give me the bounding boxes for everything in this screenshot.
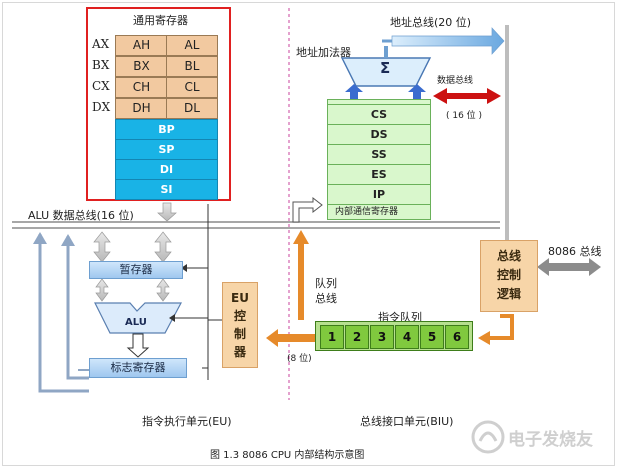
address-bus-arrow bbox=[391, 27, 505, 55]
bus-control-line-3: 逻辑 bbox=[496, 287, 521, 301]
eu-control-line-3: 制 bbox=[233, 327, 246, 341]
bus-temp-arrow-right bbox=[154, 231, 172, 263]
register-bl: BL bbox=[166, 56, 218, 77]
seg-adder-arrow-left bbox=[345, 84, 363, 102]
data-bus-label: 数据总线 bbox=[437, 76, 474, 86]
register-si: SI bbox=[115, 179, 218, 200]
register-bp: BP bbox=[115, 119, 218, 140]
alu-bus-label: ALU 数据总线(16 位) bbox=[28, 209, 134, 222]
bus-control-to-queue-head bbox=[478, 331, 490, 345]
bus-control-line-2: 控制 bbox=[496, 268, 521, 282]
queue-cell-3: 3 bbox=[370, 325, 394, 349]
row-label-dx: DX bbox=[92, 100, 111, 114]
register-bx-high: BX bbox=[115, 56, 168, 77]
watermark-text: 电子发烧友 bbox=[508, 430, 593, 450]
data-bus-width: ( 16 位 ) bbox=[446, 111, 483, 121]
eu-to-alu-head bbox=[169, 314, 175, 322]
general-registers-title: 通用寄存器 bbox=[133, 14, 188, 27]
register-dh: DH bbox=[115, 98, 168, 119]
eight-bit-label: (8 位) bbox=[287, 354, 312, 364]
register-ch: CH bbox=[115, 77, 168, 98]
flags-register: 标志寄存器 bbox=[89, 358, 187, 378]
bus-8086-arrow bbox=[537, 258, 601, 276]
data-bus-arrow bbox=[433, 88, 501, 104]
queue-to-eu-arrow bbox=[266, 329, 318, 347]
eu-to-temp-head bbox=[181, 264, 187, 272]
seg-adder-arrow-right bbox=[408, 84, 426, 102]
general-registers-highlight bbox=[86, 7, 231, 201]
alu-shape bbox=[94, 302, 182, 334]
register-cl: CL bbox=[166, 77, 218, 98]
queue-bus-arrow bbox=[293, 230, 309, 320]
bus-to-seg-arrow bbox=[292, 196, 323, 223]
alu-label: ALU bbox=[125, 317, 147, 328]
queue-bus-label-2: 总线 bbox=[315, 292, 337, 305]
row-label-bx: BX bbox=[92, 58, 110, 72]
row-label-cx: CX bbox=[92, 79, 110, 93]
segment-register-ip: IP bbox=[327, 184, 431, 205]
address-bus-label: 地址总线(20 位) bbox=[390, 16, 472, 29]
internal-registers-label: 内部通信寄存器 bbox=[335, 207, 399, 217]
eu-control-line-2: 控 bbox=[233, 309, 246, 323]
segment-register-ss: SS bbox=[327, 144, 431, 165]
left-feedback-head-1 bbox=[33, 232, 47, 244]
address-adder-symbol: Σ bbox=[380, 59, 391, 77]
bus-control-to-queue-line bbox=[487, 314, 514, 340]
biu-title: 总线接口单元(BIU) bbox=[360, 415, 454, 428]
register-di: DI bbox=[115, 159, 218, 180]
register-sp: SP bbox=[115, 139, 218, 160]
address-adder-label: 地址加法器 bbox=[296, 46, 351, 59]
queue-cell-5: 5 bbox=[420, 325, 444, 349]
register-dl: DL bbox=[166, 98, 218, 119]
left-feedback-line-1 bbox=[38, 234, 89, 393]
register-al: AL bbox=[166, 35, 218, 56]
bus-control-line-1: 总线 bbox=[496, 249, 521, 263]
instruction-queue-label: 指令队列 bbox=[378, 311, 422, 324]
figure-caption: 图 1.3 8086 CPU 内部结构示意图 bbox=[210, 450, 365, 461]
eu-title: 指令执行单元(EU) bbox=[142, 415, 232, 428]
left-feedback-line-2 bbox=[66, 236, 89, 380]
reg-bus-arrow bbox=[157, 202, 177, 222]
temp-alu-arrow-right bbox=[156, 278, 170, 302]
watermark-logo-icon bbox=[471, 420, 505, 454]
bus-8086-label: 8086 总线 bbox=[548, 245, 602, 258]
temp-register: 暂存器 bbox=[89, 261, 183, 279]
queue-cell-4: 4 bbox=[395, 325, 419, 349]
row-label-ax: AX bbox=[92, 37, 110, 51]
segment-register-cs: CS bbox=[327, 104, 431, 125]
queue-bus-label-1: 队列 bbox=[315, 277, 337, 290]
bus-temp-arrow-left bbox=[93, 231, 111, 263]
queue-cell-6: 6 bbox=[445, 325, 469, 349]
temp-alu-arrow-left bbox=[95, 278, 109, 302]
register-ah: AH bbox=[115, 35, 168, 56]
segment-register-ds: DS bbox=[327, 124, 431, 145]
queue-cell-1: 1 bbox=[320, 325, 344, 349]
alu-flags-arrow bbox=[126, 333, 150, 358]
segment-register-es: ES bbox=[327, 164, 431, 185]
eu-control-line-1: EU bbox=[231, 291, 249, 305]
left-feedback-head-2 bbox=[61, 234, 75, 246]
bus-control-box: 总线 控制 逻辑 bbox=[480, 240, 538, 312]
queue-cell-2: 2 bbox=[345, 325, 369, 349]
eu-control-box: EU 控 制 器 bbox=[222, 282, 258, 368]
eu-control-line-4: 器 bbox=[233, 345, 246, 359]
